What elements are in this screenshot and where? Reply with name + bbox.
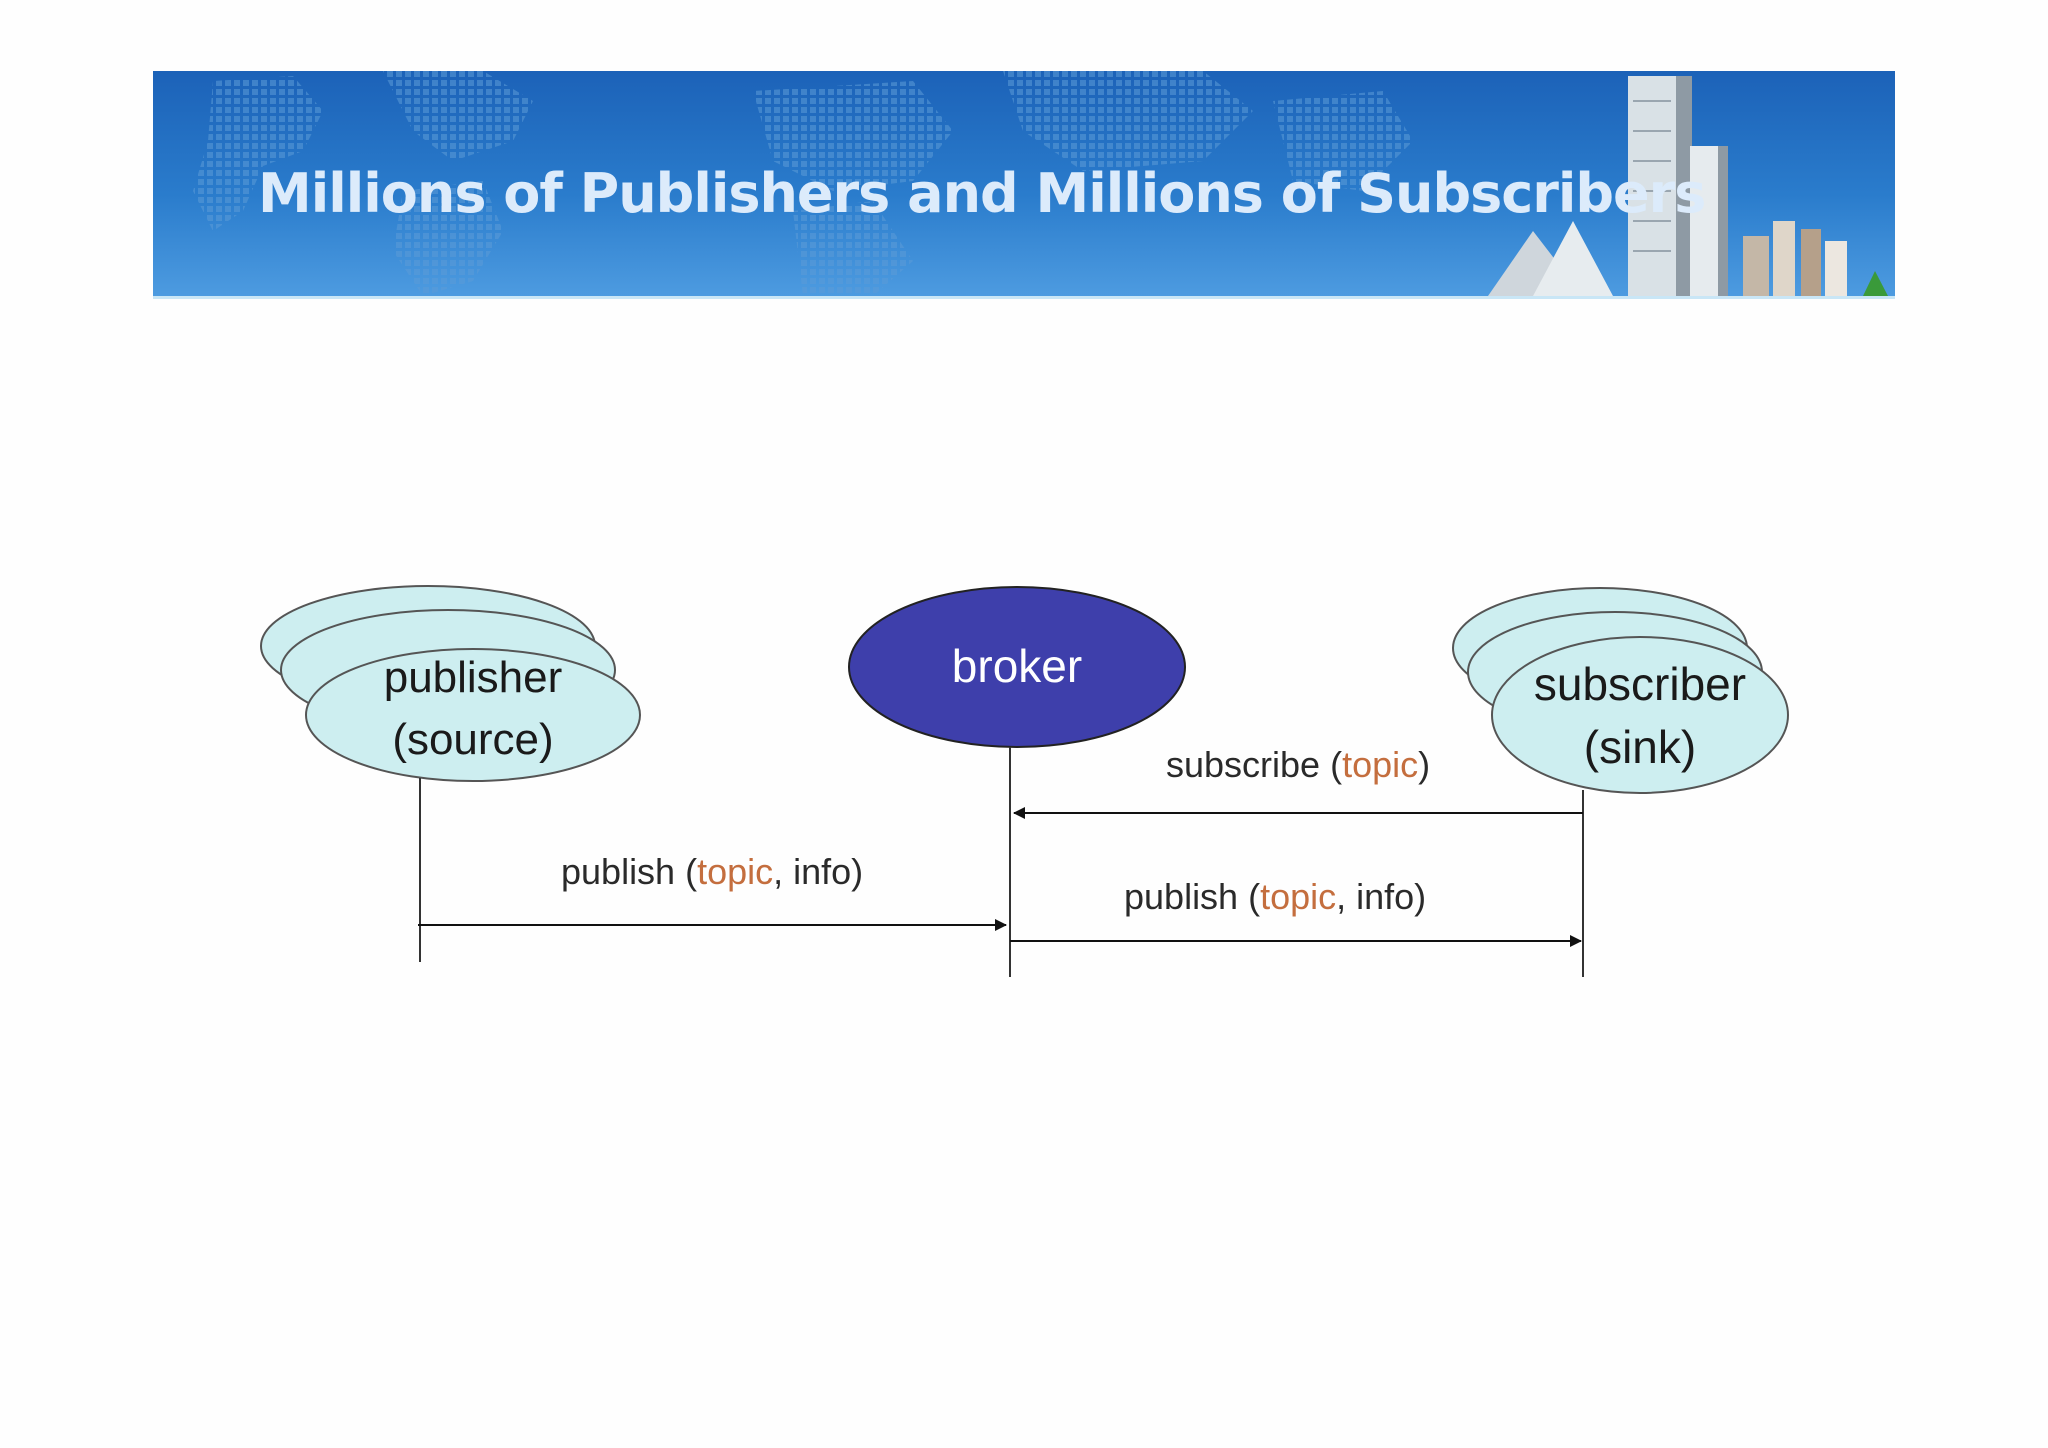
subscriber-label: subscriber xyxy=(1534,658,1746,710)
subscriber-ellipse xyxy=(1491,636,1789,794)
subscriber-node-stack: subscriber (sink) xyxy=(1452,587,1789,794)
subscriber-sublabel: (sink) xyxy=(1584,721,1696,773)
broker-ellipse xyxy=(848,586,1186,748)
publisher-node-stack: publisher (source) xyxy=(260,585,641,782)
slide-title: Millions of Publishers and Millions of S… xyxy=(258,162,1706,225)
publish-to-subscriber-label: publish (topic, info) xyxy=(1124,876,1426,917)
world-map-background xyxy=(193,71,1413,296)
skyline-illustration xyxy=(1488,76,1888,296)
publish-to-broker-label: publish (topic, info) xyxy=(561,851,863,892)
broker-node: broker xyxy=(848,586,1186,748)
publisher-ellipse xyxy=(305,648,641,782)
broker-label: broker xyxy=(952,640,1082,692)
publisher-sublabel: (source) xyxy=(392,715,553,764)
header-banner: Millions of Publishers and Millions of S… xyxy=(153,71,1895,299)
publisher-label: publisher xyxy=(384,653,563,702)
subscribe-label: subscribe (topic) xyxy=(1166,744,1430,785)
